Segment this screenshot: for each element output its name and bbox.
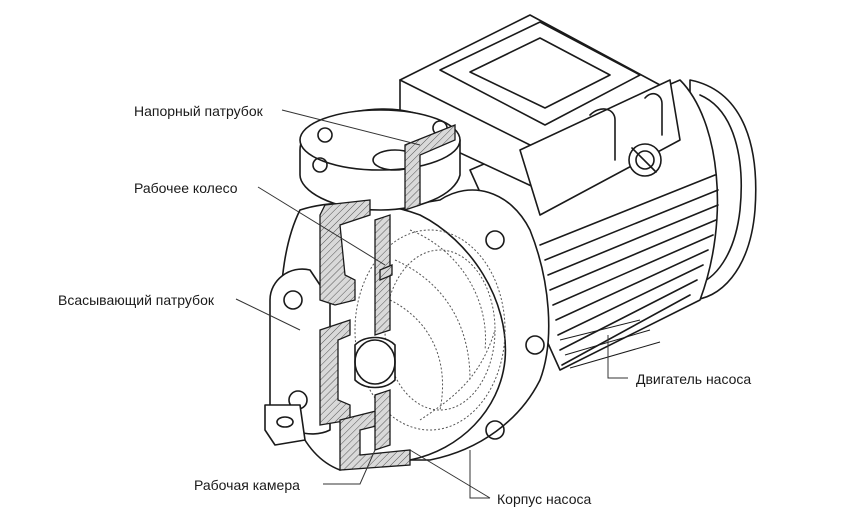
label-discharge-pipe: Напорный патрубок: [134, 103, 263, 119]
label-impeller: Рабочее колесо: [134, 180, 238, 196]
cutaway-section: [319, 124, 456, 471]
label-pump-motor: Двигатель насоса: [636, 371, 752, 387]
label-pump-housing: Корпус насоса: [497, 491, 592, 507]
label-suction-pipe: Всасывающий патрубок: [58, 292, 214, 308]
leader-lines: [235, 109, 628, 499]
terminal-box: [399, 14, 681, 216]
label-working-chamber: Рабочая камера: [194, 477, 300, 493]
